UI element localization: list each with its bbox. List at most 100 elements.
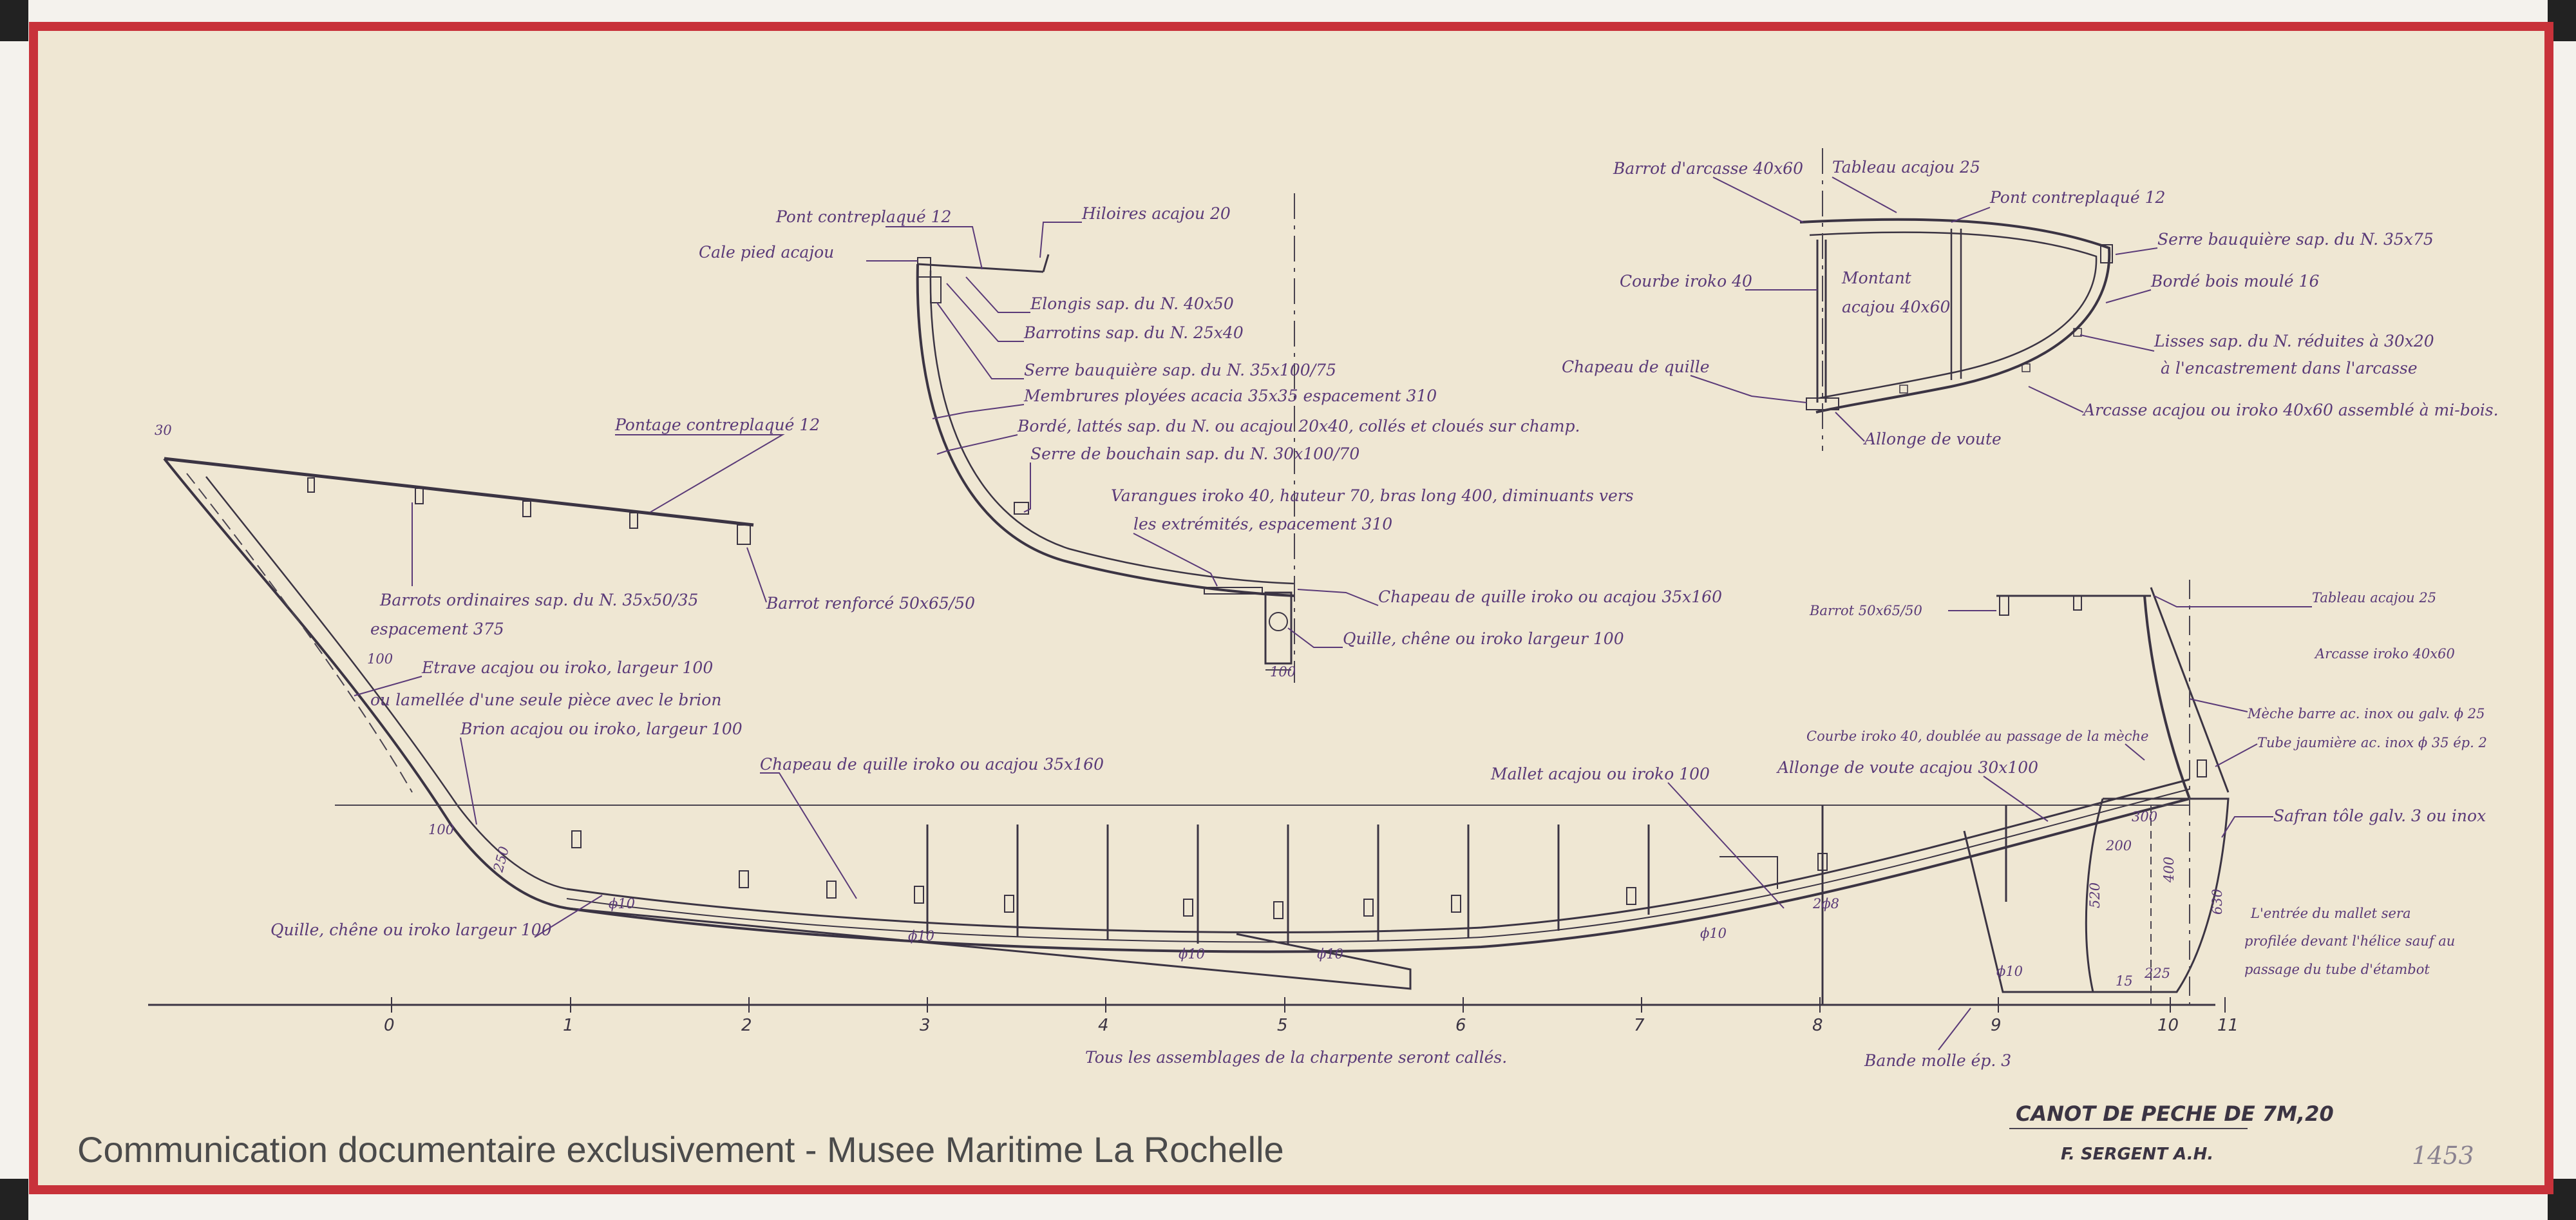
- note-chapeau-quille: Chapeau de quille iroko ou acajou 35x160: [760, 755, 1104, 774]
- station-8: 8: [1812, 1016, 1823, 1035]
- rudder: [2085, 797, 2230, 993]
- dim-400: 400: [2161, 857, 2177, 883]
- note-allonge-voute: Allonge de voute acajou 30x100: [1776, 758, 2038, 777]
- longitudinal-profile: [148, 457, 2230, 1013]
- note-safran: Safran tôle galv. 3 ou inox: [2273, 806, 2486, 825]
- note-transom-serre-bauquiere: Serre bauquière sap. du N. 35x75: [2157, 230, 2434, 249]
- section-hull-inner: [929, 270, 1295, 585]
- dim-250: 250: [490, 844, 512, 874]
- note-barrotins: Barrotins sap. du N. 25x40: [1023, 323, 1244, 342]
- note-transom-pont: Pont contreplaqué 12: [1989, 188, 2165, 207]
- transom-line: [2143, 595, 2191, 799]
- note-cale-pied: Cale pied acajou: [699, 243, 834, 262]
- note-brion: Brion acajou ou iroko, largeur 100: [460, 720, 743, 738]
- note-hiloires: Hiloires acajou 20: [1081, 204, 1231, 223]
- note-montant-1: Montant: [1841, 269, 1912, 287]
- note-pontage: Pontage contreplaqué 12: [614, 415, 820, 434]
- dim-30: 30: [155, 423, 172, 438]
- deck-line: [164, 457, 754, 527]
- note-barrot: Barrot 50x65/50: [1809, 603, 1922, 618]
- note-arcasse: Arcasse acajou ou iroko 40x60 assemblé à…: [2082, 401, 2499, 419]
- station-3: 3: [920, 1016, 931, 1035]
- midship-section: 100: [916, 193, 1296, 683]
- bolt-phi10-f: ϕ10: [1996, 964, 2023, 979]
- note-transom-borde: Bordé bois moulé 16: [2150, 272, 2319, 291]
- note-profile-tableau: Tableau acajou 25: [2312, 590, 2436, 605]
- keel-width-dim: 100: [1270, 664, 1296, 680]
- bolt-phi10-b: ϕ10: [908, 928, 934, 944]
- station-2: 2: [741, 1016, 752, 1035]
- bolt-phi10-e: ϕ10: [1700, 926, 1727, 941]
- station-0: 0: [384, 1016, 395, 1035]
- transom-section: [1799, 148, 2113, 451]
- transom-outer: [1799, 218, 2111, 414]
- station-scale: 0 1 2 3 4 5 6 7 8 9 10 11: [384, 1016, 2239, 1035]
- dim-630: 630: [2210, 889, 2225, 915]
- note-serre-bauquiere: Serre bauquière sap. du N. 35x100/75: [1024, 361, 1336, 379]
- note-assemblages: Tous les assemblages de la charpente ser…: [1085, 1048, 1507, 1067]
- station-7: 7: [1634, 1016, 1645, 1035]
- note-varangues-2: les extrémités, espacement 310: [1133, 515, 1392, 533]
- note-quille: Quille, chêne ou iroko largeur 100: [270, 920, 552, 939]
- note-quille: Quille, chêne ou iroko largeur 100: [1343, 629, 1624, 648]
- dim-15: 15: [2116, 973, 2133, 989]
- note-entree-1: L'entrée du mallet sera: [2250, 906, 2411, 921]
- note-courbe: Courbe iroko 40, doublée au passage de l…: [1806, 729, 2148, 744]
- sheet-number: 1453: [2412, 1141, 2474, 1170]
- note-serre-bouchain: Serre de bouchain sap. du N. 30x100/70: [1030, 444, 1359, 463]
- keel-line: [566, 797, 2190, 953]
- station-1: 1: [563, 1016, 574, 1035]
- note-lisses-1: Lisses sap. du N. réduites à 30x20: [2154, 332, 2434, 350]
- dim-520: 520: [2087, 882, 2103, 908]
- note-pont-contreplaque: Pont contreplaqué 12: [775, 207, 951, 226]
- note-tube: Tube jaumière ac. inox ϕ 35 ép. 2: [2257, 735, 2487, 750]
- dim-300: 300: [2132, 809, 2157, 824]
- note-etrave-2: ou lamellée d'une seule pièce avec le br…: [370, 691, 721, 709]
- note-borde: Bordé, lattés sap. du N. ou acajou 20x40…: [1017, 417, 1580, 435]
- stem-outer: [163, 457, 567, 910]
- station-4: 4: [1098, 1016, 1109, 1035]
- station-11: 11: [2217, 1016, 2239, 1035]
- station-6: 6: [1455, 1016, 1466, 1035]
- note-varangues-1: Varangues iroko 40, hauteur 70, bras lon…: [1111, 486, 1634, 505]
- note-tableau: Tableau acajou 25: [1832, 158, 1980, 176]
- note-barrot-arcasse: Barrot d'arcasse 40x60: [1613, 159, 1803, 178]
- note-montant-2: acajou 40x60: [1842, 298, 1950, 316]
- note-membrures: Membrures ployées acacia 35x35 espacemen…: [1023, 386, 1437, 405]
- note-meche: Mèche barre ac. inox ou galv. ϕ 25: [2247, 706, 2485, 721]
- binder-clip-bottom-left: [0, 1179, 28, 1220]
- note-barrot-renforce: Barrot renforcé 50x65/50: [766, 594, 975, 613]
- drawing-title: CANOT DE PECHE DE 7M,20: [2016, 1101, 2334, 1126]
- note-entree-3: passage du tube d'étambot: [2244, 962, 2430, 977]
- station-10: 10: [2157, 1016, 2179, 1035]
- dim-200: 200: [2105, 838, 2132, 853]
- midship-section-notes: Pont contreplaqué 12 Hiloires acajou 20 …: [699, 204, 1722, 648]
- note-allonge: Allonge de voute: [1863, 430, 2002, 448]
- note-courbe: Courbe iroko 40: [1620, 272, 1752, 291]
- bolt-2phi8: 2ϕ8: [1812, 896, 1839, 911]
- note-lisses-2: à l'encastrement dans l'arcasse: [2161, 359, 2418, 377]
- bolt-phi10-d: ϕ10: [1317, 946, 1343, 962]
- watermark-text: Communication documentaire exclusivement…: [77, 1129, 1284, 1170]
- dim-225: 225: [2144, 966, 2170, 981]
- note-mallet: Mallet acajou ou iroko 100: [1490, 765, 1710, 783]
- note-transom-chapeau-quille: Chapeau de quille: [1562, 357, 1710, 376]
- section-hull-outer: [916, 263, 1295, 597]
- note-bande-molle: Bande molle ép. 3: [1864, 1051, 2011, 1070]
- bolt-phi10-a: ϕ10: [609, 896, 635, 911]
- profile-notes: Pontage contreplaqué 12 Barrots ordinair…: [155, 415, 2487, 1070]
- transom-notes: Barrot d'arcasse 40x60 Tableau acajou 25…: [1562, 158, 2499, 448]
- note-barrots-1: Barrots ordinaires sap. du N. 35x50/35: [379, 591, 698, 609]
- title-block: CANOT DE PECHE DE 7M,20 F. SERGENT A.H.: [2009, 1101, 2334, 1164]
- dim-100-brion: 100: [428, 822, 454, 837]
- note-barrots-2: espacement 375: [370, 620, 504, 638]
- dim-100-stem: 100: [367, 651, 393, 667]
- station-5: 5: [1277, 1016, 1288, 1035]
- note-etrave-1: Etrave acajou ou iroko, largeur 100: [421, 658, 713, 677]
- note-elongis: Elongis sap. du N. 40x50: [1030, 294, 1234, 313]
- note-profile-arcasse: Arcasse iroko 40x60: [2314, 646, 2455, 662]
- station-9: 9: [1991, 1016, 2002, 1035]
- note-chapeau-quille: Chapeau de quille iroko ou acajou 35x160: [1378, 587, 1722, 606]
